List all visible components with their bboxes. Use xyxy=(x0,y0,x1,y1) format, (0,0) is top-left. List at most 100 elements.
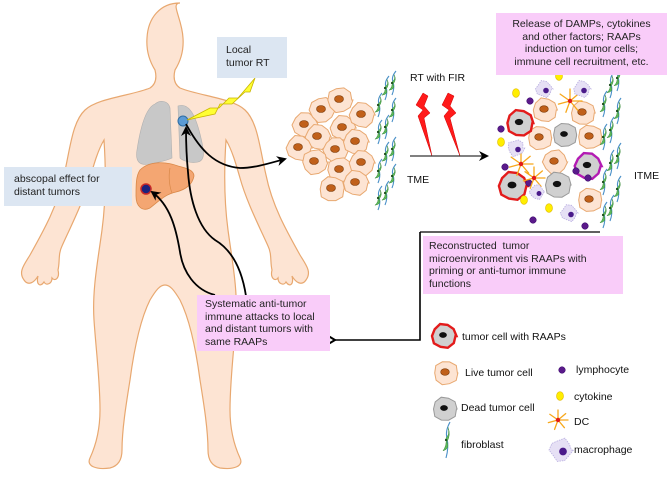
dc-icon xyxy=(508,151,534,176)
fibroblast-icon xyxy=(374,92,383,118)
fibroblast-icon xyxy=(606,116,615,144)
callout-reconstructed-line-3: priming or anti-tumor immune xyxy=(429,265,567,277)
radiation-bolt-icon xyxy=(186,77,256,121)
callout-release-line-2: and other factors; RAAPs xyxy=(522,30,641,43)
callout-abscopal-effect: abscopal effect for distant tumors xyxy=(4,167,132,206)
dead-tumor-cell-icon xyxy=(544,171,572,198)
fibroblast-icon xyxy=(388,163,397,189)
live-tumor-cell-icon xyxy=(578,124,603,149)
fibroblast-icon xyxy=(388,136,397,162)
callout-local-tumor-rt-line-1: Local xyxy=(226,44,252,56)
macrophage-icon xyxy=(573,79,592,98)
dc-icon xyxy=(522,166,546,189)
fir-bolt-1-icon xyxy=(415,92,433,157)
arrow-systematic-to-liver xyxy=(150,190,216,296)
tme-cluster xyxy=(285,70,397,211)
cytokine-icon xyxy=(520,195,528,205)
fibroblast-icon xyxy=(613,97,622,125)
body-silhouette xyxy=(20,2,310,470)
dead-tumor-cell-icon xyxy=(432,396,458,421)
itme-cluster xyxy=(497,64,622,230)
macrophage-icon xyxy=(507,139,526,158)
legend-icons xyxy=(430,322,575,462)
live-tumor-cell-icon xyxy=(342,128,370,155)
legend-label-fibroblast: fibroblast xyxy=(461,439,504,451)
legend-label-lymphocyte: lymphocyte xyxy=(576,364,630,376)
dc-icon xyxy=(557,88,583,113)
arrow-systematic-to-lung xyxy=(181,126,247,297)
fibroblast-icon xyxy=(374,158,383,184)
fibroblast-icon xyxy=(388,97,397,123)
callout-release-line-3: induction on tumor cells; xyxy=(524,43,639,55)
tumor-cell-with-raaps-icon xyxy=(497,170,530,202)
macrophage-icon xyxy=(559,204,579,223)
lung-tumor xyxy=(177,115,189,127)
fibroblast-icon xyxy=(613,142,622,170)
callout-reconstructed-line-4: functions xyxy=(429,277,472,290)
callout-release-damps: Release of DAMPs, cytokines and other fa… xyxy=(496,13,667,75)
macrophage-icon xyxy=(528,184,546,200)
live-tumor-cell-icon xyxy=(342,169,370,196)
fibroblast-icon xyxy=(374,119,383,145)
callout-abscopal-line-2: distant tumors xyxy=(14,185,80,198)
fibroblast-icon xyxy=(599,90,608,118)
tumor-cell-marked-icon xyxy=(573,151,604,181)
callout-systematic-attack: Systematic anti-tumor immune attacks to … xyxy=(197,295,330,351)
callout-local-tumor-rt: Local tumor RT xyxy=(217,37,287,78)
fibroblast-icon xyxy=(599,168,608,196)
lymphocyte-icon xyxy=(501,163,509,171)
fibroblast-icon xyxy=(599,123,608,151)
legend-label-cytokine: cytokine xyxy=(574,391,613,403)
live-tumor-cell-icon xyxy=(532,97,559,123)
lymphocyte-icon xyxy=(529,216,537,224)
macrophage-icon xyxy=(534,80,554,99)
fibroblast-icon xyxy=(442,421,451,459)
human-body xyxy=(20,2,310,470)
live-tumor-cell-icon xyxy=(570,100,596,125)
callout-systematic-line-2: immune attacks to local xyxy=(205,310,315,323)
live-tumor-cell-icon xyxy=(528,126,553,151)
live-tumor-cell-icon xyxy=(541,149,569,175)
callout-abscopal-line-1: abscopal effect for xyxy=(14,173,100,185)
live-tumor-cell-icon xyxy=(348,149,376,177)
tumor-cell-with-raaps-icon xyxy=(430,322,459,350)
arrow-lung-to-tme xyxy=(185,123,287,169)
fibroblast-icon xyxy=(381,141,390,167)
dc-icon xyxy=(547,409,569,431)
fibroblast-icon xyxy=(381,75,390,101)
lymphocyte-icon xyxy=(526,97,534,105)
lymphocyte-icon xyxy=(497,125,505,133)
dead-tumor-cell-icon xyxy=(553,122,578,148)
fibroblast-icon xyxy=(606,149,615,177)
legend-label-dead-tumor-cell: Dead tumor cell xyxy=(461,402,535,414)
cytokine-icon xyxy=(497,137,505,147)
callout-systematic-line-1: Systematic anti-tumor xyxy=(205,298,307,310)
fibroblast-icon xyxy=(381,180,390,206)
liver-tumor xyxy=(140,183,152,195)
legend-label-macrophage: macrophage xyxy=(574,444,633,456)
legend-label-dc: DC xyxy=(574,416,590,428)
liver-lobe-line xyxy=(168,167,173,194)
label-tme: TME xyxy=(407,174,430,186)
live-tumor-cell-icon xyxy=(302,149,329,176)
cytokine-icon xyxy=(512,88,520,98)
callout-reconstructed-tme: Reconstructed tumor microenvironment vis… xyxy=(423,236,623,294)
tumor-cell-with-raaps-icon xyxy=(506,108,535,137)
fir-bolt-2-icon xyxy=(441,92,461,157)
fibroblast-icon xyxy=(381,114,390,140)
callout-reconstructed-line-2: microenvironment vis RAAPs with xyxy=(429,252,587,265)
fibroblast-icon xyxy=(374,185,383,211)
lymphocyte-icon xyxy=(584,174,592,182)
fibroblast-icon xyxy=(599,201,608,229)
callout-release-line-4: immune cell recruitment, etc. xyxy=(514,55,649,68)
lymphocyte-icon xyxy=(572,167,580,175)
fibroblast-icon xyxy=(606,71,615,99)
fibroblast-icon xyxy=(613,175,622,203)
live-tumor-cell-icon xyxy=(327,87,354,114)
callout-reconstructed-line-1: Reconstructed tumor xyxy=(429,240,530,252)
macrophage-icon xyxy=(548,437,575,462)
fibroblast-icon xyxy=(388,70,397,96)
legend-label-live-tumor-cell: Live tumor cell xyxy=(465,367,533,379)
